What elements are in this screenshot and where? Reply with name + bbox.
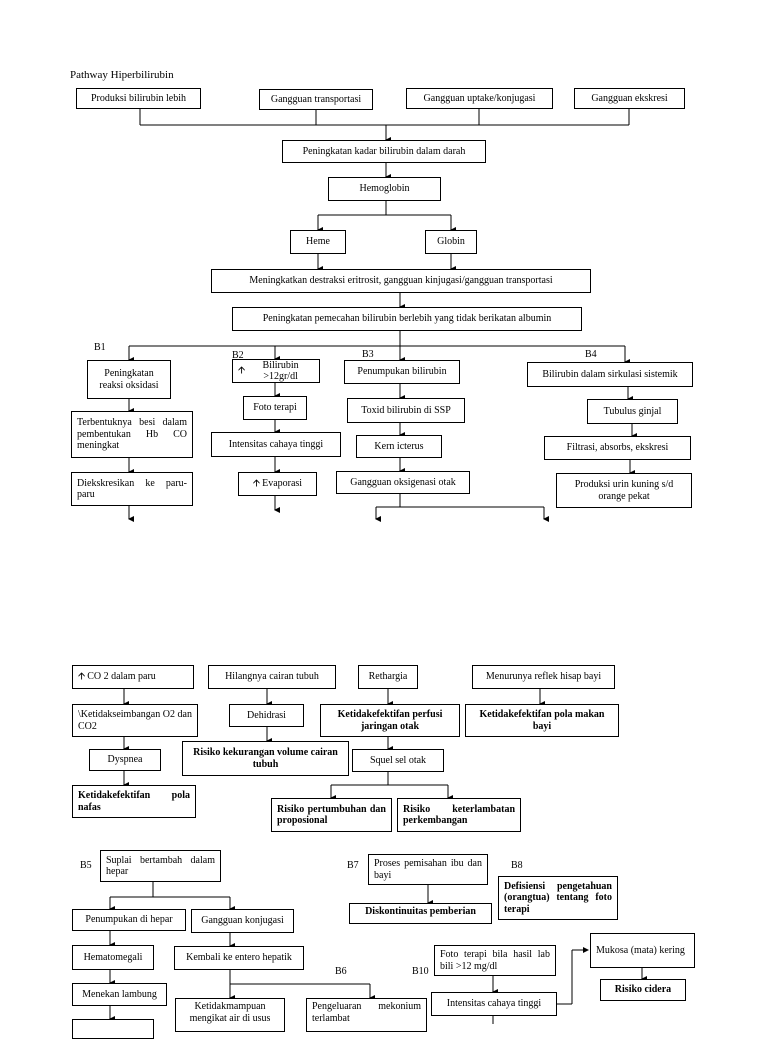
risiko-cidera-box: Risiko cidera bbox=[600, 979, 686, 1001]
cause-produksi: Produksi bilirubin lebih bbox=[76, 88, 201, 109]
heme-box: Heme bbox=[290, 230, 346, 254]
defisiensi-box: Defisiensi pengetahuan (orangtua) tentan… bbox=[498, 876, 618, 920]
pola-makan-box: Ketidakefektifan pola makan bayi bbox=[465, 704, 619, 737]
besi-box: Terbentuknya besi dalam pembentukan Hb C… bbox=[71, 411, 193, 458]
diekskresikan-box: Diekskresikan ke paru-paru bbox=[71, 472, 193, 506]
arrow-up-icon: 🡩 bbox=[238, 365, 246, 377]
sirkulasi-box: Bilirubin dalam sirkulasi sistemik bbox=[527, 362, 693, 387]
globin-box: Globin bbox=[425, 230, 477, 254]
label-b10: B10 bbox=[412, 966, 429, 977]
label-b3: B3 bbox=[362, 349, 374, 360]
pemecahan-box: Peningkatan pemecahan bilirubin berlebih… bbox=[232, 307, 582, 331]
label-b2: B2 bbox=[232, 350, 244, 361]
tubulus-box: Tubulus ginjal bbox=[587, 399, 678, 424]
risiko-keterlambatan-box: Risiko keterlambatan perkembangan bbox=[397, 798, 521, 832]
page-title: Pathway Hiperbilirubin bbox=[70, 69, 174, 81]
dyspnea-box: Dyspnea bbox=[89, 749, 161, 771]
hilangnya-cairan-box: Hilangnya cairan tubuh bbox=[208, 665, 336, 689]
diskontinuitas-box: Diskontinuitas pemberian bbox=[349, 903, 492, 924]
intensitas-b10-box: Intensitas cahaya tinggi bbox=[431, 992, 557, 1016]
label-b7: B7 bbox=[347, 860, 359, 871]
label-b1: B1 bbox=[94, 342, 106, 353]
hemoglobin-box: Hemoglobin bbox=[328, 177, 441, 201]
menekan-lambung-box: Menekan lambung bbox=[72, 983, 167, 1006]
bilirubin-12-box: 🡩Bilirubin >12gr/dl bbox=[232, 359, 320, 383]
mukosa-box: Mukosa (mata) kering bbox=[590, 933, 695, 968]
pola-nafas-box: Ketidakefektifan pola nafas bbox=[72, 785, 196, 818]
perfusi-box: Ketidakefektifan perfusi jaringan otak bbox=[320, 704, 460, 737]
penumpukan-hepar-box: Penumpukan di hepar bbox=[72, 909, 186, 931]
arrow-up-icon: 🡩 bbox=[252, 478, 261, 490]
label-b5: B5 bbox=[80, 860, 92, 871]
toxid-box: Toxid bilirubin di SSP bbox=[347, 398, 465, 423]
kern-icterus-box: Kern icterus bbox=[356, 435, 442, 458]
co2-box: 🡩CO 2 dalam paru bbox=[72, 665, 194, 689]
gangguan-konjugasi-box: Gangguan konjugasi bbox=[191, 909, 294, 933]
oksigenasi-box: Gangguan oksigenasi otak bbox=[336, 471, 470, 494]
intensitas-cahaya-box: Intensitas cahaya tinggi bbox=[211, 432, 341, 457]
foto-b10-box: Foto terapi bila hasil lab bili >12 mg/d… bbox=[434, 945, 556, 976]
peningkatan-kadar-box: Peningkatan kadar bilirubin dalam darah bbox=[282, 140, 486, 163]
label-b6: B6 bbox=[335, 966, 347, 977]
pemisahan-box: Proses pemisahan ibu dan bayi bbox=[368, 854, 488, 885]
label-b4: B4 bbox=[585, 349, 597, 360]
risiko-cairan-box: Risiko kekurangan volume cairan tubuh bbox=[182, 741, 349, 776]
destruksi-box: Meningkatkan destraksi eritrosit, ganggu… bbox=[211, 269, 591, 293]
mekonium-box: Pengeluaran mekonium terlambat bbox=[306, 998, 427, 1032]
reflek-hisap-box: Menurunya reflek hisap bayi bbox=[472, 665, 615, 689]
penumpukan-bilirubin-box: Penumpukan bilirubin bbox=[344, 360, 460, 384]
arrow-up-icon: 🡩 bbox=[78, 671, 86, 683]
ketidakseimbangan-box: \Ketidakseimbangan O2 dan CO2 bbox=[72, 704, 198, 737]
ketidakmampuan-box: Ketidakmampuan mengikat air di usus bbox=[175, 998, 285, 1032]
entero-hepatik-box: Kembali ke entero hepatik bbox=[174, 946, 304, 970]
rethargia-box: Rethargia bbox=[358, 665, 418, 689]
urin-box: Produksi urin kuning s/d orange pekat bbox=[556, 473, 692, 508]
cause-transportasi: Gangguan transportasi bbox=[259, 89, 373, 110]
next-box bbox=[72, 1019, 154, 1039]
foto-terapi-box: Foto terapi bbox=[243, 396, 307, 420]
dehidrasi-box: Dehidrasi bbox=[229, 704, 304, 727]
label-b8: B8 bbox=[511, 860, 523, 871]
evaporasi-box: 🡩Evaporasi bbox=[238, 472, 317, 496]
filtrasi-box: Filtrasi, absorbs, ekskresi bbox=[544, 436, 691, 460]
hematomegali-box: Hematomegali bbox=[72, 945, 154, 970]
risiko-pertumbuhan-box: Risiko pertumbuhan dan proposional bbox=[271, 798, 392, 832]
cause-ekskresi: Gangguan ekskresi bbox=[574, 88, 685, 109]
squel-box: Squel sel otak bbox=[352, 749, 444, 772]
reaksi-oksidasi-box: Peningkatan reaksi oksidasi bbox=[87, 360, 171, 399]
suplai-box: Suplai bertambah dalam hepar bbox=[100, 850, 221, 882]
cause-uptake: Gangguan uptake/konjugasi bbox=[406, 88, 553, 109]
